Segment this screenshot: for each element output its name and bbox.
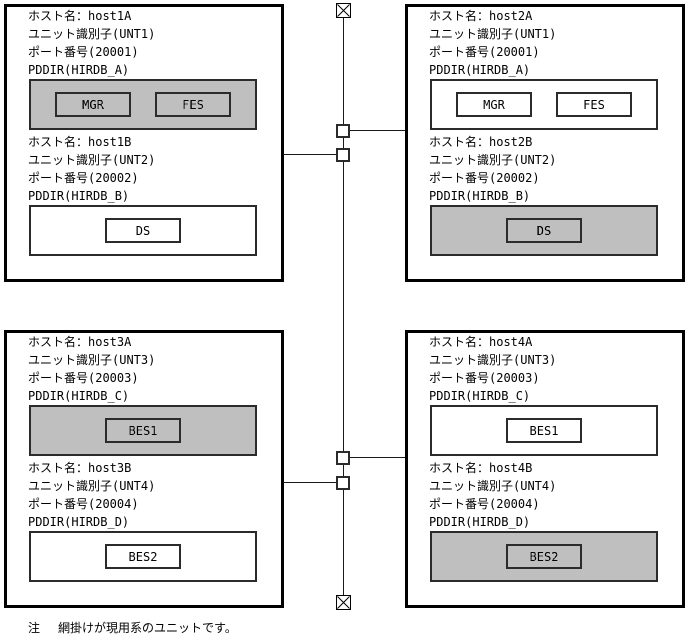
port-number-label: ポート番号(20001) <box>28 45 139 59</box>
network-tap-icon <box>336 148 350 162</box>
branch-line-host4 <box>350 457 405 458</box>
unit-id-label: ユニット識別子(UNT4) <box>28 479 156 493</box>
component-fes: FES <box>556 92 632 117</box>
unit-box-standby: MGR FES <box>430 79 658 130</box>
host-name-label: ホスト名：host1B <box>28 135 132 149</box>
unit-id-label: ユニット識別子(UNT2) <box>429 153 557 167</box>
network-tap-icon <box>336 476 350 490</box>
unit-id-label: ユニット識別子(UNT4) <box>429 479 557 493</box>
component-bes2: BES2 <box>105 544 181 569</box>
unit-id-label: ユニット識別子(UNT1) <box>28 27 156 41</box>
pddir-label: PDDIR(HIRDB_A) <box>429 63 531 77</box>
port-number-label: ポート番号(20002) <box>28 171 139 185</box>
footnote-text: 網掛けが現用系のユニットです。 <box>58 621 237 635</box>
host-box-host2: ホスト名：host2A ユニット識別子(UNT1) ポート番号(20001) P… <box>405 4 685 282</box>
unit-id-label: ユニット識別子(UNT3) <box>429 353 557 367</box>
host-name-label: ホスト名：host3B <box>28 461 132 475</box>
network-terminator-icon <box>336 595 351 610</box>
unit-box-active: BES1 <box>29 405 257 456</box>
footnote: 注 網掛けが現用系のユニットです。 <box>28 620 237 636</box>
unit-id-label: ユニット識別子(UNT2) <box>28 153 156 167</box>
unit-box-standby: DS <box>29 205 257 256</box>
port-number-label: ポート番号(20003) <box>28 371 139 385</box>
component-mgr: MGR <box>55 92 131 117</box>
network-terminator-icon <box>336 3 351 18</box>
host-name-label: ホスト名：host3A <box>28 335 132 349</box>
host-name-label: ホスト名：host4B <box>429 461 533 475</box>
pddir-label: PDDIR(HIRDB_C) <box>429 389 531 403</box>
pddir-label: PDDIR(HIRDB_B) <box>28 189 130 203</box>
unit-box-active: MGR FES <box>29 79 257 130</box>
unit-id-label: ユニット識別子(UNT3) <box>28 353 156 367</box>
host-name-label: ホスト名：host2A <box>429 9 533 23</box>
unit-box-active: BES2 <box>430 531 658 582</box>
host-section-host1b: ホスト名：host1B ユニット識別子(UNT2) ポート番号(20002) P… <box>28 133 281 256</box>
unit-box-active: DS <box>430 205 658 256</box>
network-trunk-line <box>343 17 344 595</box>
pddir-label: PDDIR(HIRDB_B) <box>429 189 531 203</box>
host-section-host3a: ホスト名：host3A ユニット識別子(UNT3) ポート番号(20003) P… <box>28 333 281 456</box>
host-section-host4a: ホスト名：host4A ユニット識別子(UNT3) ポート番号(20003) P… <box>429 333 682 456</box>
component-bes1: BES1 <box>506 418 582 443</box>
port-number-label: ポート番号(20002) <box>429 171 540 185</box>
network-tap-icon <box>336 124 350 138</box>
component-mgr: MGR <box>456 92 532 117</box>
component-bes1: BES1 <box>105 418 181 443</box>
port-number-label: ポート番号(20004) <box>28 497 139 511</box>
component-bes2: BES2 <box>506 544 582 569</box>
pddir-label: PDDIR(HIRDB_D) <box>429 515 531 529</box>
host-name-label: ホスト名：host4A <box>429 335 533 349</box>
pddir-label: PDDIR(HIRDB_C) <box>28 389 130 403</box>
unit-box-standby: BES1 <box>430 405 658 456</box>
port-number-label: ポート番号(20004) <box>429 497 540 511</box>
host-section-host1a: ホスト名：host1A ユニット識別子(UNT1) ポート番号(20001) P… <box>28 7 281 130</box>
unit-box-standby: BES2 <box>29 531 257 582</box>
host-section-host2b: ホスト名：host2B ユニット識別子(UNT2) ポート番号(20002) P… <box>429 133 682 256</box>
host-section-host3b: ホスト名：host3B ユニット識別子(UNT4) ポート番号(20004) P… <box>28 459 281 582</box>
branch-line-host2 <box>350 130 405 131</box>
component-ds: DS <box>506 218 582 243</box>
component-fes: FES <box>155 92 231 117</box>
branch-line-host3 <box>283 482 337 483</box>
pddir-label: PDDIR(HIRDB_D) <box>28 515 130 529</box>
port-number-label: ポート番号(20001) <box>429 45 540 59</box>
host-name-label: ホスト名：host2B <box>429 135 533 149</box>
port-number-label: ポート番号(20003) <box>429 371 540 385</box>
unit-id-label: ユニット識別子(UNT1) <box>429 27 557 41</box>
host-name-label: ホスト名：host1A <box>28 9 132 23</box>
host-section-host4b: ホスト名：host4B ユニット識別子(UNT4) ポート番号(20004) P… <box>429 459 682 582</box>
host-section-host2a: ホスト名：host2A ユニット識別子(UNT1) ポート番号(20001) P… <box>429 7 682 130</box>
branch-line-host1 <box>283 154 337 155</box>
pddir-label: PDDIR(HIRDB_A) <box>28 63 130 77</box>
component-ds: DS <box>105 218 181 243</box>
host-box-host4: ホスト名：host4A ユニット識別子(UNT3) ポート番号(20003) P… <box>405 330 685 608</box>
footnote-label: 注 <box>28 621 41 635</box>
host-box-host1: ホスト名：host1A ユニット識別子(UNT1) ポート番号(20001) P… <box>4 4 284 282</box>
host-box-host3: ホスト名：host3A ユニット識別子(UNT3) ポート番号(20003) P… <box>4 330 284 608</box>
network-tap-icon <box>336 451 350 465</box>
